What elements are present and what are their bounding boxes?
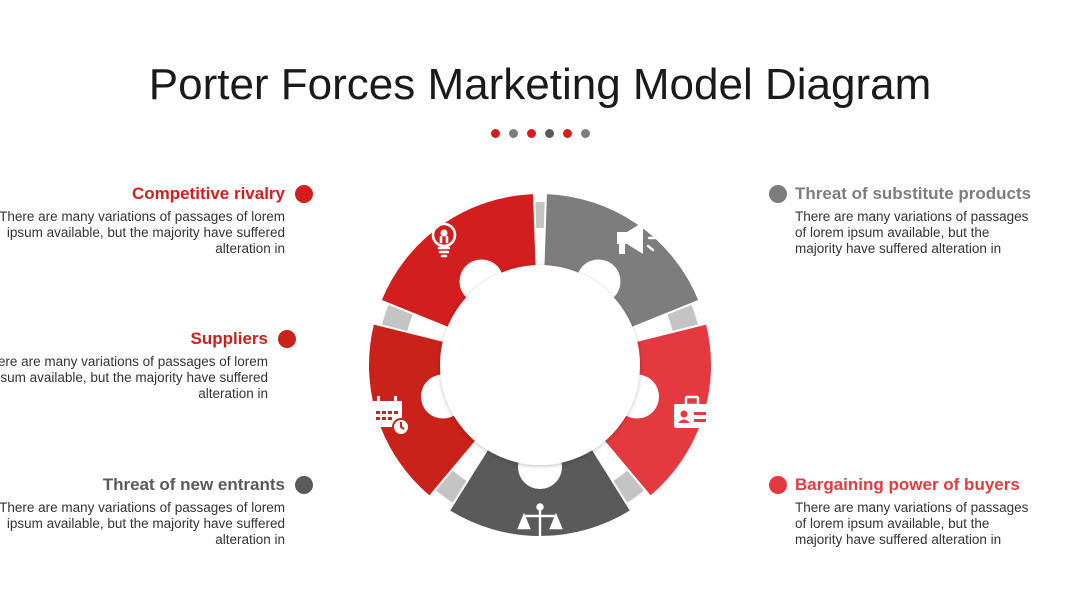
force-suppliers: Suppliers There are many variations of p… bbox=[0, 329, 268, 402]
bulb-icon bbox=[431, 222, 457, 258]
calendar-icon bbox=[372, 396, 410, 436]
force-description: There are many variations of passages of… bbox=[0, 500, 285, 547]
id-card-icon bbox=[674, 395, 710, 428]
bullet-competitive-rivalry bbox=[295, 185, 313, 203]
divider-dot bbox=[580, 129, 590, 138]
force-title: Threat of new entrants bbox=[102, 475, 285, 494]
force-title: Threat of substitute products bbox=[795, 184, 1032, 203]
force-title: Competitive rivalry bbox=[131, 184, 285, 203]
force-substitute-products: Threat of substitute products There are … bbox=[795, 184, 1080, 257]
bullet-suppliers bbox=[278, 330, 296, 348]
divider-dot bbox=[544, 129, 554, 138]
bullet-new-entrants bbox=[295, 476, 313, 494]
bullet-substitute-products bbox=[769, 185, 787, 203]
force-competitive-rivalry: Competitive rivalry There are many varia… bbox=[0, 184, 285, 257]
force-description: There are many variations of passages of… bbox=[795, 209, 1029, 256]
page-title: Porter Forces Marketing Model Diagram bbox=[148, 60, 932, 109]
center-circle bbox=[440, 265, 640, 465]
megaphone-icon bbox=[617, 222, 657, 254]
force-buyers: Bargaining power of buyers There are man… bbox=[795, 475, 1080, 548]
force-title: Suppliers bbox=[190, 329, 268, 348]
divider-dot bbox=[508, 129, 518, 138]
divider-dot bbox=[526, 129, 536, 138]
force-description: There are many variations of passages of… bbox=[0, 354, 268, 401]
porter-forces-diagram bbox=[367, 192, 713, 543]
divider-dots bbox=[0, 129, 1080, 138]
bullet-buyers bbox=[769, 476, 787, 494]
divider-dot bbox=[490, 129, 500, 138]
force-title: Bargaining power of buyers bbox=[795, 475, 1020, 494]
scale-icon bbox=[517, 503, 563, 543]
force-description: There are many variations of passages of… bbox=[795, 500, 1029, 547]
divider-dot bbox=[562, 129, 572, 138]
force-description: There are many variations of passages of… bbox=[0, 209, 285, 256]
force-new-entrants: Threat of new entrants There are many va… bbox=[0, 475, 285, 548]
